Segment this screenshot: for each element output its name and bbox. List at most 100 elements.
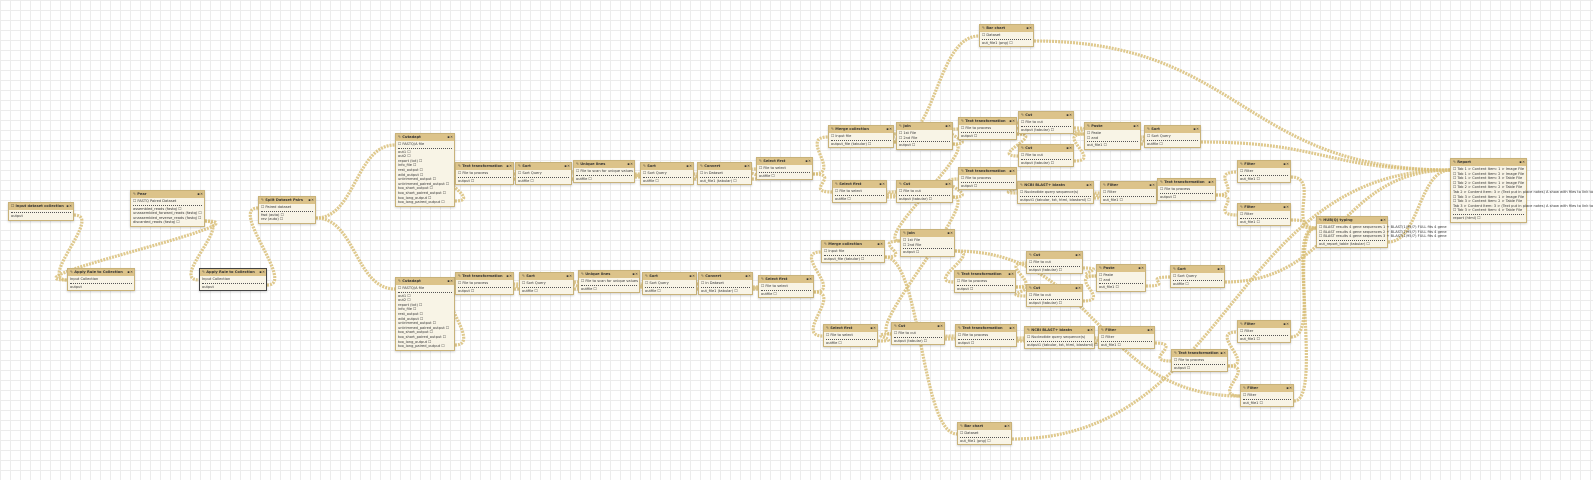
node-input[interactable]: ☐ FASTQ/A file bbox=[398, 142, 425, 146]
node-title-bar[interactable]: ✎ Cut▪✕ bbox=[1027, 252, 1082, 259]
node-title-bar[interactable]: ✎ Filter▪✕ bbox=[1241, 385, 1293, 392]
pencil-icon[interactable]: ▪ bbox=[1066, 113, 1069, 118]
node-output[interactable]: output_file (tabular) ☐ bbox=[831, 141, 872, 146]
node-input[interactable]: ☐ Filter bbox=[1103, 190, 1117, 194]
node-input[interactable]: ☐ File to scan for unique values bbox=[576, 169, 633, 173]
close-icon[interactable]: ✕ bbox=[948, 182, 951, 187]
pencil-icon[interactable]: ▪ bbox=[1283, 162, 1286, 167]
pencil-icon[interactable]: ▪ bbox=[1133, 124, 1136, 129]
node-title-bar[interactable]: ✎ HUB(Q) typing▪✕ bbox=[1317, 217, 1387, 224]
node-input[interactable]: ☐ File to select bbox=[835, 189, 862, 193]
node-input[interactable]: ☐ Sort Query bbox=[1147, 134, 1171, 138]
node-output[interactable]: too_long_output ☐ bbox=[398, 195, 432, 200]
node-output[interactable]: out2 ☐ bbox=[398, 298, 411, 303]
close-icon[interactable]: ✕ bbox=[509, 164, 512, 169]
node-input[interactable]: ☐ File to process bbox=[961, 176, 992, 180]
node-input[interactable]: ☐ File to cut bbox=[1021, 120, 1043, 124]
node-input[interactable]: ☐ File to cut bbox=[894, 331, 916, 335]
close-icon[interactable]: ✕ bbox=[509, 274, 512, 279]
pencil-icon[interactable]: ▪ bbox=[1008, 272, 1011, 277]
pencil-icon[interactable]: ▪ bbox=[259, 270, 262, 275]
close-icon[interactable]: ✕ bbox=[873, 326, 876, 331]
node-output[interactable]: out_file1 ☐ bbox=[1099, 285, 1119, 290]
workflow-node[interactable]: ✎ Select first▪✕☐ File to select outfile … bbox=[832, 180, 887, 204]
node-output[interactable]: out_file1 (tabular) ☐ bbox=[700, 178, 737, 183]
close-icon[interactable]: ✕ bbox=[950, 231, 953, 236]
workflow-node[interactable]: ✎ NCBI BLAST+ blastn▪✕☐ Nucleotide query… bbox=[1024, 326, 1098, 350]
close-icon[interactable]: ✕ bbox=[1211, 180, 1214, 185]
node-output[interactable]: info_file ☐ bbox=[398, 163, 417, 168]
node-output[interactable]: out_file1 ☐ bbox=[1087, 143, 1107, 148]
node-title-bar[interactable]: ✎ Filter▪✕ bbox=[1238, 204, 1290, 211]
node-input[interactable]: ☐ Tab 2 > Content Item: 2 > Table File bbox=[1453, 185, 1523, 190]
node-output[interactable]: output (tabular) ☐ bbox=[894, 338, 928, 343]
node-input[interactable]: ☐ 1st File bbox=[903, 238, 921, 242]
node-input[interactable]: ☐ File to select bbox=[761, 284, 788, 288]
node-output[interactable]: output ☐ bbox=[1174, 365, 1191, 370]
node-output[interactable]: out_file1 (tabular) ☐ bbox=[701, 288, 738, 293]
pencil-icon[interactable]: ▪ bbox=[745, 274, 748, 279]
node-output[interactable]: outfile ☐ bbox=[835, 196, 851, 201]
node-input[interactable]: ☐ FASTQ/A file bbox=[398, 286, 425, 290]
pencil-icon[interactable]: ▪ bbox=[1208, 180, 1211, 185]
close-icon[interactable]: ✕ bbox=[1286, 205, 1289, 210]
node-title-bar[interactable]: ✎ Cut▪✕ bbox=[897, 181, 952, 188]
node-input[interactable]: ☐ Tab 3 > Content Item: 4 > Table File bbox=[1453, 208, 1523, 213]
close-icon[interactable]: ✕ bbox=[1012, 326, 1015, 331]
pencil-icon[interactable]: ▪ bbox=[1004, 424, 1007, 429]
node-output[interactable]: rest_output ☐ bbox=[398, 167, 423, 172]
pencil-icon[interactable]: ▪ bbox=[1519, 160, 1522, 165]
close-icon[interactable]: ✕ bbox=[262, 270, 265, 275]
close-icon[interactable]: ✕ bbox=[567, 164, 570, 169]
node-title-bar[interactable]: ✎ Text transformation▪✕ bbox=[1172, 350, 1227, 357]
pencil-icon[interactable]: ▪ bbox=[1147, 328, 1150, 333]
node-input[interactable]: ☐ Sort Query bbox=[645, 281, 669, 285]
node-output[interactable]: output (tabular) ☐ bbox=[1029, 300, 1063, 305]
node-input[interactable]: ☐ Tab 2 > Content Item: 1 > Image File bbox=[1453, 180, 1525, 185]
node-input[interactable]: ☐ Sort Query bbox=[522, 281, 546, 285]
close-icon[interactable]: ✕ bbox=[1286, 322, 1289, 327]
close-icon[interactable]: ✕ bbox=[1286, 162, 1289, 167]
node-title-bar[interactable]: ✎ Cut▪✕ bbox=[1019, 145, 1073, 152]
node-input[interactable]: Tab 2 > Content Item: 3 > (Text put in p… bbox=[1453, 189, 1593, 194]
close-icon[interactable]: ✕ bbox=[1078, 286, 1081, 291]
workflow-node[interactable]: ✎ Apply Rule to Collection▪✕Input Collec… bbox=[199, 268, 267, 292]
node-title-bar[interactable]: ✎ Bar chart▪✕ bbox=[980, 25, 1033, 32]
node-title-bar[interactable]: ✎ Text transformation▪✕ bbox=[959, 118, 1016, 125]
node-title-bar[interactable]: ☐ Input dataset collection▪✕ bbox=[9, 203, 73, 210]
node-output[interactable]: output ☐ bbox=[1160, 194, 1177, 199]
node-title-bar[interactable]: ✎ Unique lines▪✕ bbox=[574, 161, 634, 168]
node-input[interactable]: ☐ File to process bbox=[961, 126, 992, 130]
pencil-icon[interactable]: ▪ bbox=[1075, 286, 1078, 291]
close-icon[interactable]: ✕ bbox=[1007, 424, 1010, 429]
node-output[interactable]: untrimmed_paired_output ☐ bbox=[398, 325, 450, 330]
node-output[interactable]: out_file1 (png) ☐ bbox=[960, 438, 991, 443]
node-input[interactable]: ☐ Dataset bbox=[960, 431, 979, 435]
node-input[interactable]: ☐ Filter bbox=[1240, 169, 1254, 173]
node-output[interactable]: outfile ☐ bbox=[1173, 281, 1189, 286]
close-icon[interactable]: ✕ bbox=[130, 270, 133, 275]
node-input[interactable]: ☐ File to process bbox=[458, 281, 489, 285]
node-title-bar[interactable]: ✎ Select first▪✕ bbox=[833, 181, 886, 188]
node-input[interactable]: ☐ Sort Query bbox=[1173, 274, 1197, 278]
node-input[interactable]: ☐ Filter bbox=[1240, 212, 1254, 216]
node-output[interactable]: fwd (auto) ☐ bbox=[261, 212, 284, 217]
close-icon[interactable]: ✕ bbox=[1152, 183, 1155, 188]
pencil-icon[interactable]: ▪ bbox=[870, 326, 873, 331]
node-title-bar[interactable]: ✎ NCBI BLAST+ blastn▪✕ bbox=[1018, 182, 1093, 189]
node-title-bar[interactable]: ✎ Sort▪✕ bbox=[1171, 266, 1224, 273]
node-output[interactable]: output (tabular) ☐ bbox=[1021, 127, 1055, 132]
pencil-icon[interactable]: ▪ bbox=[937, 324, 940, 329]
node-input[interactable]: ☐ and bbox=[1087, 135, 1099, 140]
node-title-bar[interactable]: ✎ Sort▪✕ bbox=[1145, 126, 1200, 133]
